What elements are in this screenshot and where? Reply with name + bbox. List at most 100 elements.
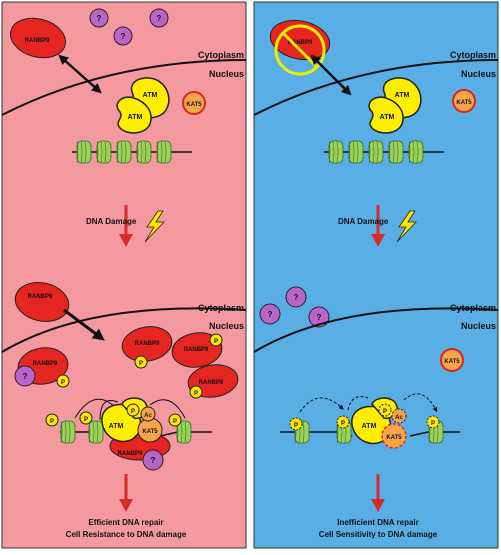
right-panel-background	[253, 1, 499, 549]
phospho-label: P	[294, 423, 298, 429]
phospho-label: P	[383, 409, 387, 415]
phospho-label: P	[61, 380, 65, 386]
ranbp9-label: RANBP9	[118, 451, 143, 457]
nucleosome	[408, 140, 424, 164]
ranbp9-label: RANBP9	[288, 40, 313, 46]
ranbp9-label: RANBP9	[25, 38, 50, 44]
left-top-nuclear-membrane	[1, 59, 247, 116]
right-dashed-arrow-1	[299, 397, 344, 413]
left-top-nucleus-label: Nucleus	[209, 69, 244, 79]
right-dna-damage-label: DNA Damage	[338, 217, 389, 226]
right-outcome-line1: Inefficient DNA repair	[337, 518, 419, 527]
nucleosome	[156, 140, 172, 164]
right-bottom-unknown-factor-3: ?	[308, 306, 330, 328]
ranbp9-label: RANBP9	[199, 380, 224, 386]
nucleosome	[388, 140, 404, 164]
left-top-kat5: KAT5	[182, 91, 206, 115]
right-top-nucleus-label: Nucleus	[461, 69, 496, 79]
left-bottom-nucleus-label: Nucleus	[209, 321, 244, 331]
nucleosome	[96, 140, 112, 164]
nucleosome	[76, 140, 92, 164]
nucleosome	[60, 420, 76, 444]
kat5-label: KAT5	[186, 102, 202, 108]
acetyl-label: Ac	[144, 413, 152, 419]
left-bottom-cyto-ranbp9: RANBP9	[14, 282, 70, 322]
atm-label: ATM	[380, 114, 395, 121]
nucleosome	[116, 140, 132, 164]
unknown-label: ?	[268, 310, 273, 319]
ranbp9-label: RANBP9	[135, 341, 160, 347]
acetyl-label: Ac	[395, 415, 403, 421]
left-histone-phospho-3: P	[168, 413, 182, 427]
right-bottom-cytoplasm-label: Cytoplasm	[450, 303, 496, 313]
left-top-chromatin	[72, 140, 192, 164]
left-panel: RANBP9 ? ? ? Cytoplasm Nucleus ATM ATM	[1, 1, 247, 549]
left-dna-damage-label: DNA Damage	[86, 217, 137, 226]
right-bottom-nucleus-label: Nucleus	[461, 321, 496, 331]
right-top-atm-dimer: ATM ATM	[368, 77, 422, 134]
phospho-label: P	[131, 409, 135, 415]
kat5-label: KAT5	[386, 435, 402, 441]
left-complex-unknown-factor: ?	[142, 449, 164, 471]
unknown-label: ?	[121, 32, 126, 41]
left-top-atm-dimer: ATM ATM	[116, 77, 170, 134]
phospho-label: P	[341, 421, 345, 427]
left-histone-phospho-1: P	[45, 413, 59, 427]
kat5-label: KAT5	[142, 429, 158, 435]
atm-label: ATM	[362, 423, 377, 430]
right-top-kat5: KAT5	[452, 89, 476, 113]
phospho-label: P	[194, 391, 198, 397]
phospho-label: P	[84, 417, 88, 423]
left-nuclear-unknown-factor: ?	[14, 365, 36, 387]
kat5-label: KAT5	[444, 359, 460, 365]
unknown-label: ?	[23, 372, 28, 381]
right-bottom-kat5: KAT5	[440, 348, 464, 372]
nucleosome	[88, 420, 104, 444]
ranbp9-label: RANBP9	[184, 347, 209, 353]
left-bottom-nuclear-membrane	[1, 307, 247, 353]
unknown-label: ?	[97, 14, 102, 23]
phospho-label: P	[431, 421, 435, 427]
atm-label: ATM	[128, 114, 143, 121]
left-top-unknown-factor-3: ?	[113, 26, 133, 46]
left-outcome-line2: Cell Resistance to DNA damage	[66, 530, 187, 539]
left-dna-damage-step: DNA Damage	[86, 205, 165, 247]
phospho-label: P	[214, 339, 218, 345]
nucleosome	[328, 140, 344, 164]
left-histone-phospho-2: P	[79, 411, 93, 425]
ranbp9-label: RANBP9	[28, 294, 53, 300]
atm-label: ATM	[395, 92, 410, 99]
left-top-cytoplasm-label: Cytoplasm	[198, 50, 244, 60]
left-panel-background	[1, 1, 247, 549]
right-outcome-line2: Cell Sensitivity to DNA damage	[319, 530, 438, 539]
right-bottom-unknown-factor-2: ?	[259, 303, 281, 325]
left-nuclear-ranbp9-4: RANBP9 P	[187, 364, 239, 399]
inhibition-circle-icon	[274, 24, 326, 76]
right-top-nuclear-membrane	[253, 59, 499, 116]
phospho-label: P	[173, 419, 177, 425]
right-dashed-arrow-2	[403, 393, 438, 413]
left-top-ranbp9: RANBP9	[10, 17, 66, 59]
unknown-label: ?	[317, 313, 322, 322]
left-top-shuttle-arrow	[58, 54, 102, 94]
phospho-label: P	[139, 361, 143, 367]
left-interaction-arc-2	[149, 399, 186, 419]
right-top-chromatin	[324, 140, 444, 164]
kat5-label: KAT5	[456, 100, 472, 106]
left-bottom-chromatin	[60, 420, 212, 444]
lightning-icon	[144, 210, 165, 243]
right-bottom-unknown-factor-1: ?	[285, 286, 307, 308]
lightning-icon	[396, 210, 417, 243]
right-dashed-arrow-3	[347, 396, 369, 411]
nucleosome	[368, 140, 384, 164]
right-bottom-nuclear-membrane	[253, 307, 499, 353]
right-panel: Cytoplasm Nucleus RANBP9 ATM ATM KAT5	[253, 1, 499, 549]
left-nuclear-ranbp9-3: RANBP9 P	[171, 332, 223, 368]
unknown-label: ?	[294, 293, 299, 302]
left-nuclear-ranbp9-2: RANBP9 P	[121, 326, 173, 369]
nucleosome	[136, 140, 152, 164]
left-interaction-arc-3	[99, 400, 119, 421]
right-histone-phospho-3: P	[426, 415, 440, 429]
phospho-label: P	[50, 419, 54, 425]
right-repair-complex: ATM KAT5 P Ac	[351, 397, 407, 449]
